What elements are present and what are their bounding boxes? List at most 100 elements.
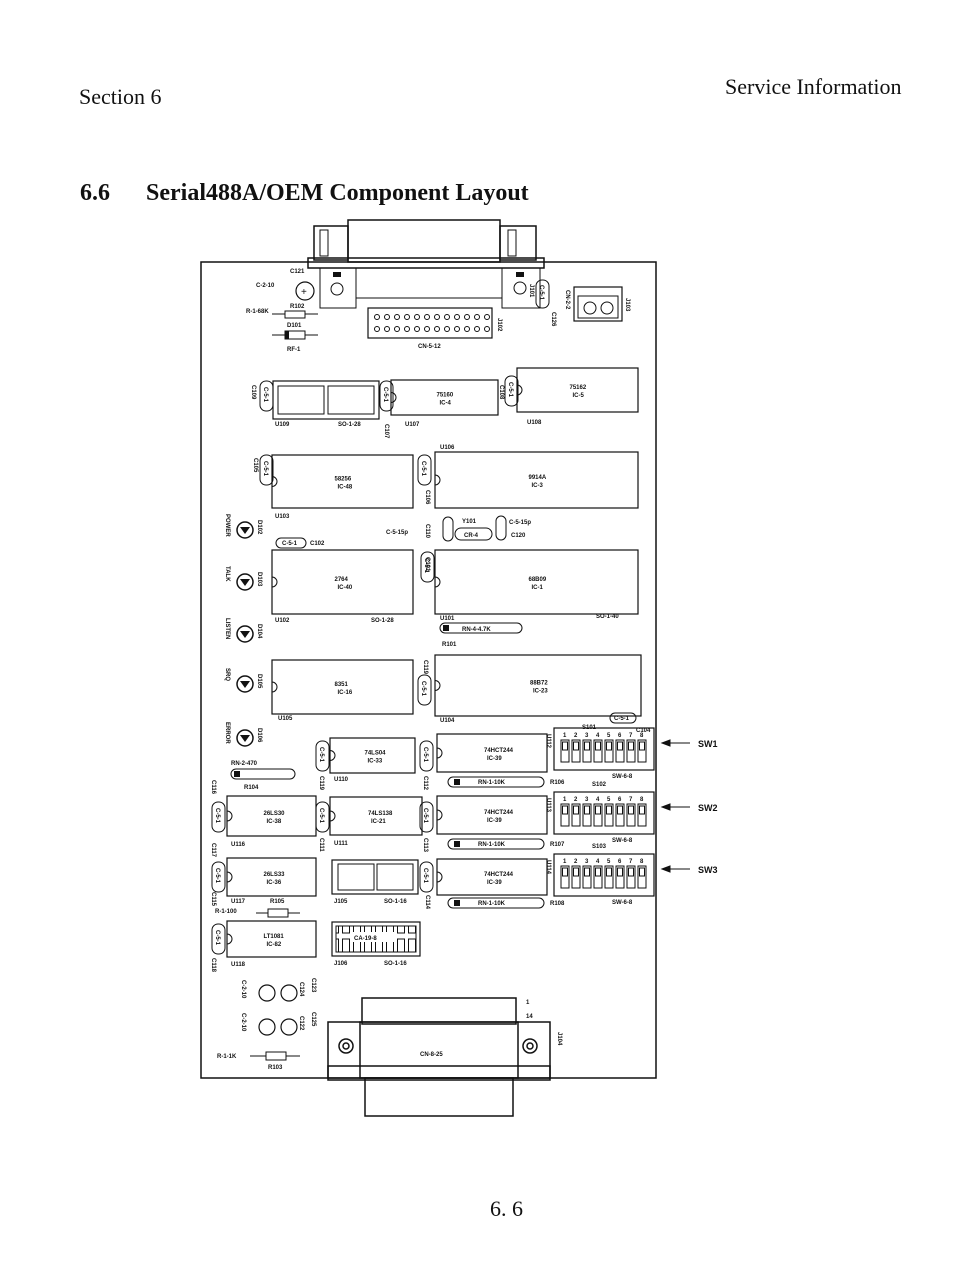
label-u117: U117 <box>231 899 246 905</box>
label-c124: C124 <box>298 982 304 997</box>
label-c122: C122 <box>298 1016 304 1031</box>
label-r103: R103 <box>268 1065 283 1071</box>
chip-part-number: 2764 <box>335 577 349 583</box>
switch-number: 4 <box>596 797 600 803</box>
label-u111: U111 <box>334 841 348 847</box>
rn-ref: R106 <box>550 780 565 786</box>
switch-u-ref: U113 <box>545 798 551 813</box>
chip-part-number: 75162 <box>570 385 587 391</box>
switch-number: 5 <box>607 733 611 739</box>
switch-number: 7 <box>629 733 633 739</box>
label-d101: D101 <box>287 323 302 329</box>
label-u104: U104 <box>440 718 455 724</box>
led-listen: LISTEN D104 <box>224 618 262 643</box>
led-name-label: LISTEN <box>224 618 230 639</box>
capacitor-value: C-5-1 <box>423 558 429 574</box>
label-r101: R101 <box>442 642 457 648</box>
switch-u-ref: U112 <box>545 734 551 749</box>
label-c120: C120 <box>511 533 526 539</box>
chip-ic-number: IC-39 <box>487 756 502 762</box>
label-c114: C114 <box>424 895 430 910</box>
label-u102: U102 <box>275 618 290 624</box>
label-ca-19-8: CA-19-8 <box>354 936 377 942</box>
rn-value: RN-1-10K <box>478 901 506 907</box>
chip-part-number: 74HCT244 <box>484 872 514 878</box>
capacitor-c-5-1: C-5-1 <box>419 801 434 833</box>
switch-number: 6 <box>618 733 622 739</box>
led-name-label: TALK <box>224 566 230 582</box>
chip-part-number: 9914A <box>529 475 547 481</box>
chip-part-number: LT1081 <box>264 934 285 940</box>
resistor-network: RN-1-10K R108 <box>447 897 565 909</box>
switch-type: SW-6-8 <box>612 838 633 844</box>
led-name-label: POWER <box>224 514 230 537</box>
label-j104: J104 <box>556 1032 562 1046</box>
label-c112: C112 <box>422 776 428 791</box>
rn-value: RN-1-10K <box>478 842 506 848</box>
capacitor-c-5-1: C-5-1 <box>420 551 435 583</box>
title-text: Serial488A/OEM Component Layout <box>146 180 529 206</box>
socket-j106 <box>331 921 421 957</box>
led-ref-label: D104 <box>256 624 262 639</box>
label-c121: C121 <box>290 269 305 275</box>
capacitor-value: C-5-1 <box>422 808 428 824</box>
label-rf-1: RF-1 <box>287 347 301 353</box>
section-header: Section 6 <box>79 84 162 109</box>
label-c113: C113 <box>422 838 428 853</box>
rn-value: RN-1-10K <box>478 780 506 786</box>
socket-u109 <box>272 380 380 420</box>
label-c117: C117 <box>210 843 216 858</box>
label-sw3: SW3 <box>698 865 718 875</box>
label-y101: Y101 <box>462 519 477 525</box>
resistor-r105 <box>267 908 289 918</box>
label-j105: J105 <box>334 899 348 905</box>
label-r-1-68k: R-1-68K <box>246 309 269 315</box>
chip-ic-number: IC-39 <box>487 880 502 886</box>
label-c125: C125 <box>310 1012 316 1027</box>
capacitor-value: C-5-1 <box>318 808 324 824</box>
label-c106: C106 <box>424 490 430 505</box>
chip-part-number: 58256 <box>335 477 352 483</box>
led-name-label: SRQ <box>224 668 230 681</box>
led-ref-label: D102 <box>256 520 262 535</box>
page-number: 6. 6 <box>490 1196 523 1221</box>
switch-number: 2 <box>574 733 578 739</box>
chip-part-number: 74HCT244 <box>484 810 514 816</box>
label-r102: R102 <box>290 304 305 310</box>
chip-part-number: 74LS138 <box>368 811 393 817</box>
switch-number: 3 <box>585 733 589 739</box>
label-c101: C101 <box>424 557 430 572</box>
label-sw2: SW2 <box>698 803 718 813</box>
label-rn-2-470: RN-2-470 <box>231 761 258 767</box>
chip-part-number: 74LS04 <box>365 751 387 757</box>
rn-ref: R108 <box>550 901 565 907</box>
led-name-label: ERROR <box>224 722 230 744</box>
chip-part-number: 88B72 <box>530 681 548 687</box>
switch-number: 2 <box>574 859 578 865</box>
label-c110: C110 <box>424 524 430 539</box>
label-j106: J106 <box>334 961 348 967</box>
capacitor-value: C-5-1 <box>262 387 268 403</box>
label-u105: U105 <box>278 716 293 722</box>
label-so-1-16-b: SO-1-16 <box>384 961 407 967</box>
chip-part-number: 26LS30 <box>264 811 286 817</box>
switch-s-ref: S102 <box>592 782 607 788</box>
label-c118: C118 <box>210 958 216 973</box>
switch-number: 8 <box>640 859 644 865</box>
crystal-y101 <box>454 527 493 541</box>
label-c123: C123 <box>310 978 316 993</box>
